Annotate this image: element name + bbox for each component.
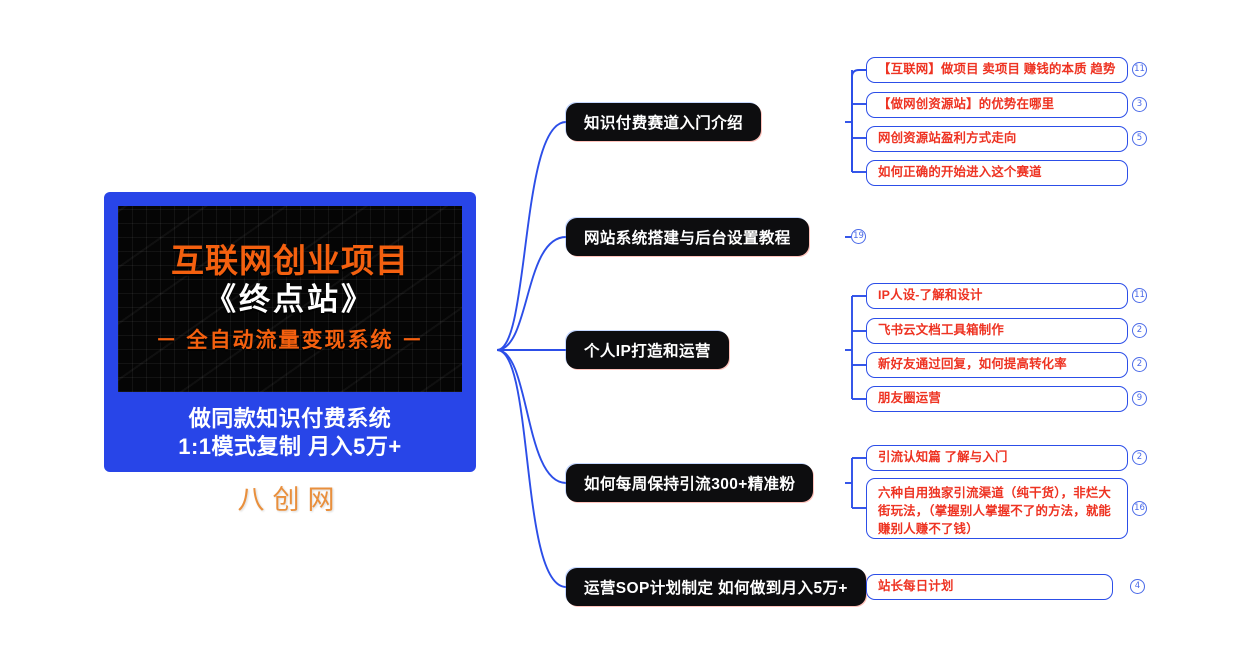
- leaf-node-3-1-label: IP人设-了解和设计: [878, 288, 983, 303]
- wire-hub-to-branch-1: [496, 121, 567, 351]
- branch-node-1[interactable]: 知识付费赛道入门介绍: [566, 103, 762, 141]
- leaf-node-3-3[interactable]: 新好友通过回复，如何提高转化率: [866, 352, 1128, 378]
- leaf-node-1-2[interactable]: 【做网创资源站】的优势在哪里: [866, 92, 1128, 118]
- badge-leaf-4-1: 2: [1132, 450, 1147, 465]
- wire-hub-to-branch-4: [496, 349, 567, 484]
- branch-node-3[interactable]: 个人IP打造和运营: [566, 331, 729, 369]
- badge-leaf-3-1: 11: [1132, 288, 1147, 303]
- badge-leaf-1-1: 11: [1132, 62, 1147, 77]
- wire-hub-to-branch-2: [496, 236, 567, 351]
- leaf-node-3-4-label: 朋友圈运营: [878, 391, 941, 406]
- leaf-node-5-1-label: 站长每日计划: [878, 579, 954, 594]
- wire-hub-to-branch-5: [496, 349, 567, 588]
- branch-node-2-label: 网站系统搭建与后台设置教程: [584, 230, 791, 247]
- watermark-text: 八创网: [237, 485, 343, 515]
- badge-leaf-3-4: 9: [1132, 391, 1147, 406]
- poster-artwork: 互联网创业项目 《终点站》 － 全自动流量变现系统 －: [118, 206, 462, 392]
- wire-b1-leaf-1: [851, 69, 866, 78]
- leaf-node-3-3-label: 新好友通过回复，如何提高转化率: [878, 357, 1067, 372]
- leaf-node-1-1-label: 【互联网】做项目 卖项目 赚钱的本质 趋势: [878, 62, 1116, 77]
- branch-node-2[interactable]: 网站系统搭建与后台设置教程: [566, 218, 809, 256]
- leaf-node-3-1[interactable]: IP人设-了解和设计: [866, 283, 1128, 309]
- leaf-node-4-1[interactable]: 引流认知篇 了解与入门: [866, 445, 1128, 471]
- badge-leaf-4-2: 16: [1132, 501, 1147, 516]
- leaf-node-3-2[interactable]: 飞书云文档工具箱制作: [866, 318, 1128, 344]
- poster-subtitle-2: 1:1模式复制 月入5万+: [178, 433, 402, 459]
- poster-headline: 互联网创业项目: [171, 242, 409, 280]
- leaf-node-4-2[interactable]: 六种自用独家引流渠道（纯干货），非烂大街玩法，（掌握别人掌握不了的方法，就能赚别…: [866, 478, 1128, 539]
- leaf-node-3-2-label: 飞书云文档工具箱制作: [878, 323, 1004, 338]
- leaf-node-4-2-label: 六种自用独家引流渠道（纯干货），非烂大街玩法，（掌握别人掌握不了的方法，就能赚别…: [878, 486, 1112, 536]
- poster-title: 《终点站》: [205, 281, 375, 317]
- central-topic-poster[interactable]: 互联网创业项目 《终点站》 － 全自动流量变现系统 － 做同款知识付费系统 1:…: [104, 192, 476, 472]
- leaf-node-1-4[interactable]: 如何正确的开始进入这个赛道: [866, 160, 1128, 186]
- badge-leaf-1-3: 5: [1132, 131, 1147, 146]
- leaf-node-1-2-label: 【做网创资源站】的优势在哪里: [878, 97, 1055, 112]
- leaf-node-1-1[interactable]: 【互联网】做项目 卖项目 赚钱的本质 趋势: [866, 57, 1128, 83]
- badge-branch-2: 19: [851, 229, 866, 244]
- branch-node-4-label: 如何每周保持引流300+精准粉: [584, 476, 796, 493]
- leaf-node-1-4-label: 如何正确的开始进入这个赛道: [878, 165, 1042, 180]
- leaf-node-4-1-label: 引流认知篇 了解与入门: [878, 450, 1008, 465]
- branch-node-5[interactable]: 运营SOP计划制定 如何做到月入5万+: [566, 568, 866, 606]
- leaf-node-3-4[interactable]: 朋友圈运营: [866, 386, 1128, 412]
- leaf-node-1-3[interactable]: 网创资源站盈利方式走向: [866, 126, 1128, 152]
- badge-leaf-3-2: 2: [1132, 323, 1147, 338]
- branch-node-5-label: 运营SOP计划制定 如何做到月入5万+: [584, 580, 848, 597]
- branch-node-1-label: 知识付费赛道入门介绍: [584, 115, 744, 132]
- leaf-node-5-1[interactable]: 站长每日计划: [866, 574, 1113, 600]
- poster-subtitle-1: 做同款知识付费系统: [188, 406, 392, 431]
- badge-leaf-1-2: 3: [1132, 97, 1147, 112]
- leaf-node-1-3-label: 网创资源站盈利方式走向: [878, 131, 1017, 146]
- branch-node-3-label: 个人IP打造和运营: [584, 343, 711, 360]
- badge-leaf-5-1: 4: [1130, 579, 1145, 594]
- poster-tagline: － 全自动流量变现系统 －: [155, 328, 425, 352]
- branch-node-4[interactable]: 如何每周保持引流300+精准粉: [566, 464, 814, 502]
- badge-leaf-3-3: 2: [1132, 357, 1147, 372]
